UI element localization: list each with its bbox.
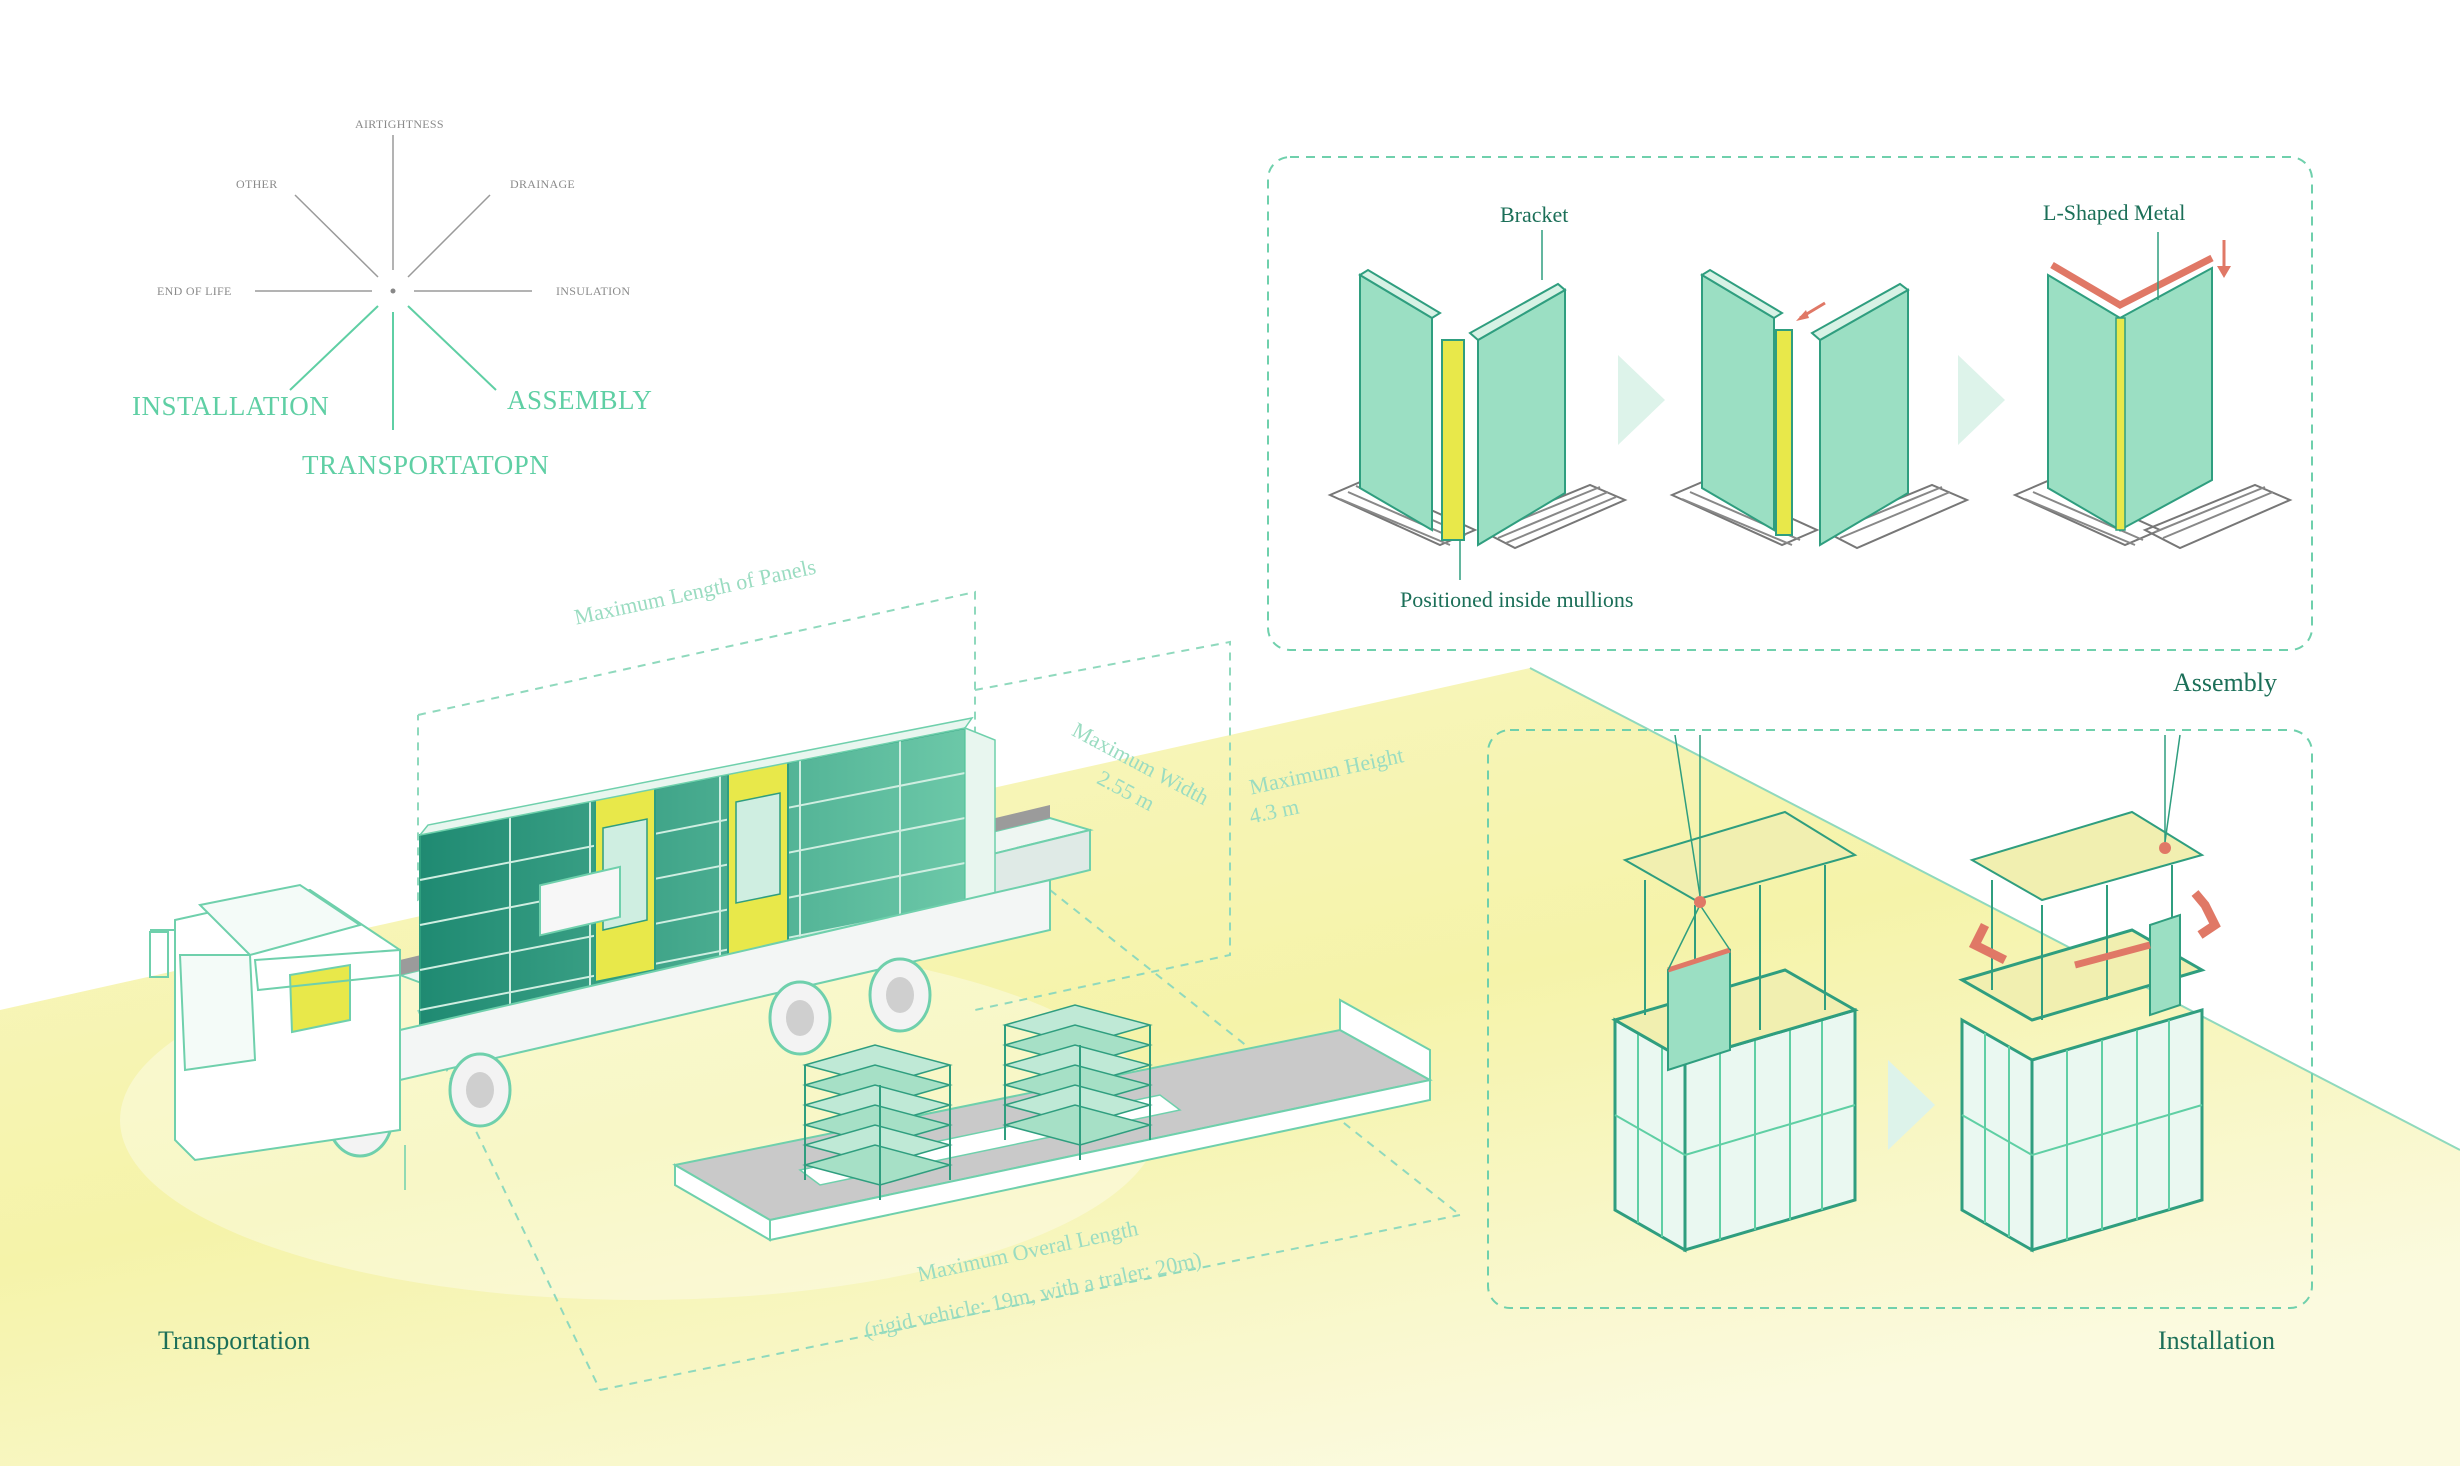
label-bracket: Bracket (1500, 202, 1569, 227)
installation-caption: Installation (2158, 1326, 2275, 1355)
installation-arrow (1888, 1060, 1935, 1150)
trailer (672, 998, 1433, 1242)
panel-rack-1 (802, 1044, 953, 1200)
assembly-arrow-2 (1958, 355, 2005, 445)
assembly-step-1 (1327, 230, 1628, 580)
ground-edge (1529, 667, 2460, 1151)
label-l-shaped-metal: L-Shaped Metal (2043, 200, 2186, 225)
panel-rack-2 (1002, 1004, 1153, 1160)
criterion-end-of-life: END OF LIFE (157, 284, 232, 298)
assembly-caption: Assembly (2173, 668, 2277, 697)
installation-step-2 (1958, 734, 2221, 1253)
spoke-assembly (407, 305, 497, 391)
label-positioned-inside-mullions: Positioned inside mullions (1400, 587, 1634, 612)
assembly-step-2 (1669, 268, 1970, 550)
criterion-airtightness: AIRTIGHTNESS (355, 117, 444, 131)
criterion-drainage: DRAINAGE (510, 177, 576, 191)
criterion-assembly: ASSEMBLY (507, 385, 653, 415)
truck (149, 716, 1094, 1190)
overall-length-left (417, 1009, 601, 1391)
transportation-caption: Transportation (158, 1326, 311, 1355)
criterion-transportation: TRANSPORTATOPN (302, 450, 550, 480)
hoisted-panel-2 (2149, 913, 2181, 1017)
max-length-box (417, 590, 976, 902)
criterion-insulation: INSULATION (556, 284, 631, 298)
spoke-drainage (407, 194, 491, 278)
assembly-step-3 (2012, 232, 2293, 550)
overall-length-bottom (599, 1214, 1461, 1391)
assembly-arrow-1 (1618, 355, 1665, 445)
spoke-other (294, 194, 379, 278)
criterion-other: OTHER (236, 177, 278, 191)
installation-frame (1487, 729, 2313, 1309)
assembly-frame (1267, 156, 2313, 651)
installation-step-1 (1611, 734, 1859, 1253)
criteria-radial (255, 135, 532, 430)
spoke-installation (289, 305, 379, 391)
criterion-installation: INSTALLATION (132, 391, 330, 421)
